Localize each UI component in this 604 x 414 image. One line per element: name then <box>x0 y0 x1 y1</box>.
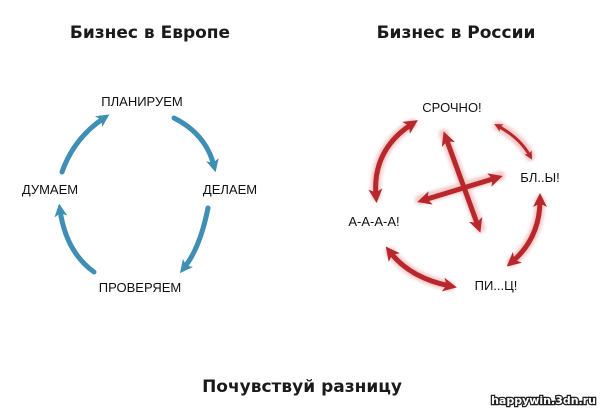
europe-title: Бизнес в Европе <box>70 23 230 43</box>
russia-arrow-aaa-urgent <box>368 120 418 203</box>
europe-node-plan: ПЛАНИРУЕМ <box>101 94 182 109</box>
russia-title: Бизнес в России <box>377 23 536 43</box>
russia-node-bly: БЛ..Ы! <box>520 170 559 185</box>
russia-arrow-bly-pits <box>506 193 547 267</box>
bottom-caption: Почувствуй разницу <box>202 377 402 397</box>
russia-node-urgent: СРОЧНО! <box>422 100 481 115</box>
russia-node-pits: ПИ...Ц! <box>475 278 518 293</box>
europe-node-check: ПРОВЕРЯЕМ <box>99 280 181 295</box>
russia-node-aaa: А-А-А-А! <box>348 214 399 229</box>
watermark: happywin.3dn.ru <box>490 393 597 409</box>
watermark-text: happywin.3dn.ru <box>491 394 596 407</box>
europe-arrow-check-to-think <box>54 203 97 275</box>
europe-arrow-do-to-check <box>179 205 211 274</box>
russia-arrow-urgent-bly <box>494 123 533 160</box>
europe-node-think: ДУМАЕМ <box>22 182 78 197</box>
europe-cycle-arrows <box>54 114 219 275</box>
russia-arrow-cross-horizontal <box>417 173 503 205</box>
russia-arrow-aaa-pits <box>385 246 457 292</box>
europe-arrow-plan-to-do <box>171 115 219 173</box>
europe-arrow-think-to-plan <box>59 114 110 175</box>
europe-node-do: ДЕЛАЕМ <box>203 182 257 197</box>
russia-chaos-arrows <box>368 120 547 292</box>
